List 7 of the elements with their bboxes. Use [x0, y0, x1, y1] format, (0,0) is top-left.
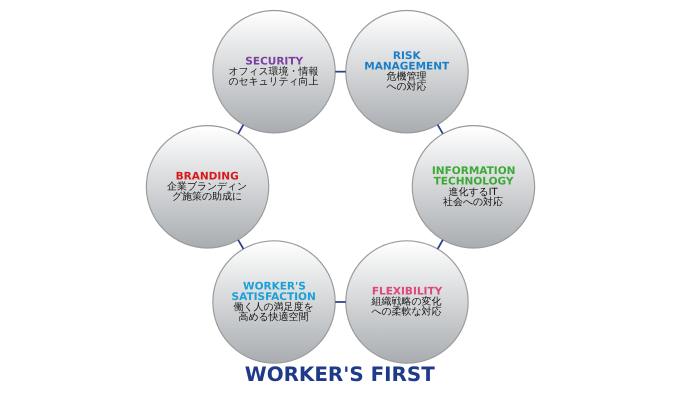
connector [335, 301, 346, 303]
connector [237, 124, 244, 134]
connector [436, 124, 444, 134]
connector [436, 239, 444, 250]
diagram-title: WORKER'S FIRST [244, 362, 435, 386]
connector [237, 239, 244, 250]
connector [335, 70, 346, 73]
